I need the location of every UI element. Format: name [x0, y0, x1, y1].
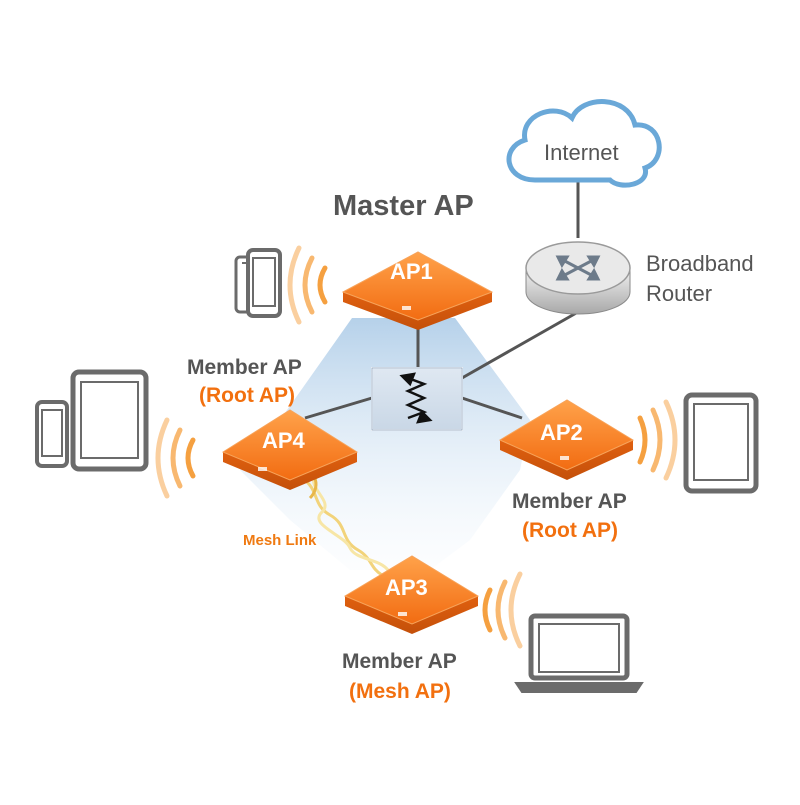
internet-cloud	[506, 99, 662, 188]
ap1-label: AP1	[390, 259, 433, 284]
ap3-label: AP3	[385, 575, 428, 600]
wifi-waves	[155, 245, 678, 649]
ap4-device	[221, 409, 359, 490]
ap3-device	[343, 555, 480, 634]
internet-label: Internet	[544, 140, 619, 165]
mesh-link-label: Mesh Link	[243, 532, 317, 549]
phone-icon	[35, 400, 69, 468]
broadband-router	[525, 241, 631, 315]
switch-box	[371, 367, 463, 431]
ap2-member-label: Member AP	[512, 490, 627, 513]
ap2-switch-link	[461, 396, 523, 420]
router-switch-link	[461, 310, 579, 380]
ap3-role-label: (Mesh AP)	[349, 680, 451, 703]
ap2-waves	[637, 399, 678, 481]
tablet-icon-right	[683, 392, 759, 494]
ap2-label: AP2	[540, 420, 583, 445]
ap4-role-label: (Root AP)	[199, 384, 296, 407]
ap3-member-label: Member AP	[342, 650, 457, 673]
ap4-switch-link	[304, 396, 373, 420]
master-ap-title: Master AP	[333, 190, 474, 222]
ap4-label: AP4	[262, 428, 305, 453]
ap4-waves	[155, 417, 196, 499]
ap2-role-label: (Root AP)	[522, 519, 619, 542]
phone-pair-icon	[234, 248, 282, 318]
ap3-waves	[482, 571, 523, 649]
ap1-device	[341, 251, 494, 330]
laptop-icon	[514, 613, 644, 693]
router-label-line1: Broadband	[646, 251, 754, 276]
router-arrows-icon	[555, 255, 601, 281]
connection-lines	[304, 182, 580, 420]
ap2-device	[498, 399, 635, 480]
tablet-icon	[70, 369, 149, 472]
router-label-line2: Router	[646, 281, 713, 306]
switch-arrows-icon	[399, 372, 433, 424]
ap4-member-label: Member AP	[187, 356, 302, 379]
ap1-waves	[287, 245, 328, 325]
